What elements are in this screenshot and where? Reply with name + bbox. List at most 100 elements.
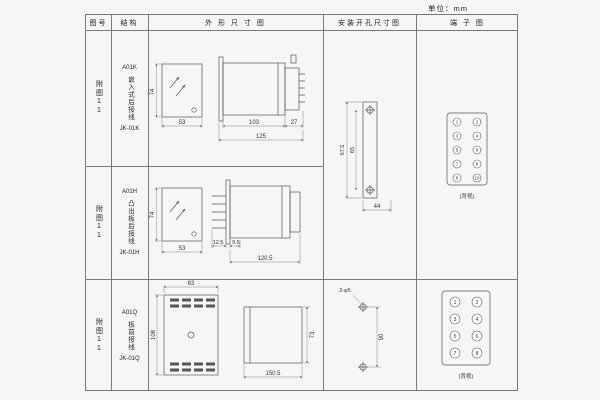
code-row1: JK-01K (119, 125, 140, 132)
terminal-number: 3 (456, 134, 459, 139)
side-view-outline (243, 306, 303, 364)
terminal-number: 6 (476, 148, 479, 153)
terminal-number: 4 (476, 317, 479, 323)
dim-a01q-total-length: 150.5 (265, 371, 281, 377)
terminal-pins (449, 296, 483, 359)
terminal-diagram-10: 1 2 3 4 5 6 7 8 9 10 (背视) (446, 112, 488, 200)
fig-no-cell-1: 附图11 (86, 30, 111, 166)
header-outline: 外 形 尺 寸 图 (205, 19, 266, 27)
dim-a01k-total-length: 125 (256, 134, 267, 140)
terminal-number: 8 (476, 162, 479, 167)
terminal-number: 10 (474, 176, 480, 181)
terminal-number: 4 (476, 134, 479, 139)
terminal-cell-top: 1 2 3 4 5 6 7 8 9 10 (背视) (416, 30, 519, 279)
terminal-number: 5 (454, 334, 457, 340)
side-view-outline (218, 54, 305, 122)
dim-a01q-front-width: 83 (188, 281, 195, 287)
terminal-numbers: 1 2 3 4 5 6 7 8 9 10 (456, 120, 480, 181)
hole-outline (352, 294, 368, 372)
terminal-number: 1 (456, 120, 459, 125)
mounting-drawing-front: 2-φ5 90 (339, 288, 385, 372)
col-divider-2 (148, 15, 149, 390)
dim-mount-width: 44 (374, 204, 381, 210)
dim-mount-hole-spacing: 65 (350, 147, 356, 153)
outline-drawing-a01h: 74 53 12.5 9.5 120.5 (150, 179, 301, 264)
dimension-lines (155, 63, 304, 142)
terminal-numbers: 1 2 3 4 5 6 7 8 (454, 300, 479, 357)
row-divider-1 (86, 166, 323, 167)
mounting-cell-bottom: 2-φ5 90 (323, 279, 416, 392)
outline-cell-a01q: 83 108 73 150.5 (148, 279, 323, 392)
mounting-cell-top: 67.5 65 44 (323, 30, 416, 279)
dim-a01k-body-length: 103 (249, 120, 260, 126)
fig-no-row2: 附图11 (95, 204, 103, 241)
terminal-number: 9 (456, 176, 459, 181)
dim-a01q-side-height: 73 (310, 331, 316, 338)
terminal-number: 8 (476, 351, 479, 357)
fig-no-cell-3: 附图11 (86, 279, 111, 392)
dim-a01h-front-height: 74 (150, 211, 156, 218)
header-terminal: 端 子 图 (450, 19, 485, 27)
front-view-outline (163, 294, 219, 376)
hole-spec-label: 2-φ5 (339, 288, 351, 294)
model-row1: A01K (122, 64, 137, 71)
outline-cell-a01h: 74 53 12.5 9.5 120.5 (148, 166, 323, 279)
terminal-cell-bottom: 1 2 3 4 5 6 7 8 (背视) (416, 279, 519, 392)
terminal-number: 2 (476, 300, 479, 306)
header-fig-no: 图号 (89, 19, 108, 27)
mount-desc-row1: 嵌入式后接线 (126, 75, 134, 121)
terminal-view-caption: (背视) (459, 372, 474, 380)
dim-a01k-rear-length: 27 (291, 120, 298, 126)
dim-a01h-total-length: 120.5 (257, 256, 273, 262)
mount-desc-row2: 凸出板后接线 (126, 200, 134, 245)
row-divider-2 (86, 279, 517, 280)
outline-cell-a01k: 74 53 103 27 125 (148, 30, 323, 166)
mount-desc-row3: 板前接线 (126, 320, 134, 351)
front-view-outline (161, 187, 203, 242)
outline-drawing-a01q: 83 108 73 150.5 (151, 281, 316, 379)
code-row3: JK-01Q (119, 355, 140, 362)
dimension-table: 图号 结构 外 形 尺 寸 图 安装开孔尺寸图 端 子 图 附图11 附图11 … (85, 14, 518, 391)
dimension-lines (155, 187, 301, 264)
col-divider-3 (323, 15, 324, 390)
header-mounting: 安装开孔尺寸图 (338, 19, 401, 27)
fig-no-cell-2: 附图11 (86, 166, 111, 279)
col-divider-1 (111, 15, 112, 390)
structure-cell-1: A01K 嵌入式后接线 JK-01K (111, 30, 148, 166)
terminal-number: 5 (456, 148, 459, 153)
terminal-number: 3 (454, 317, 457, 323)
dim-mount-outer-height: 67.5 (340, 145, 346, 156)
header-divider (86, 30, 517, 31)
fig-no-row1: 附图11 (95, 80, 103, 116)
dim-a01q-front-height: 108 (151, 329, 157, 340)
side-view-outline (212, 179, 301, 245)
cutout-outline (362, 101, 378, 199)
dim-a01h-pin-length: 12.5 (213, 240, 224, 246)
terminal-diagram-8: 1 2 3 4 5 6 7 8 (背视) (441, 290, 491, 380)
terminal-block-outline (446, 112, 488, 186)
dimension-lines (345, 101, 392, 212)
fig-no-row3: 附图11 (95, 317, 103, 354)
terminal-number: 1 (454, 300, 457, 306)
dimension-lines (368, 306, 381, 368)
model-row2: A01H (121, 189, 137, 195)
dim-a01k-front-height: 74 (150, 88, 156, 95)
col-divider-4 (416, 15, 417, 390)
code-row2: JK-01H (119, 250, 140, 256)
terminal-pins (452, 117, 482, 183)
terminal-block-outline (441, 290, 491, 366)
dim-a01h-offset: 9.5 (232, 240, 240, 246)
structure-cell-2: A01H 凸出板后接线 JK-01H (111, 166, 148, 279)
header-structure: 结构 (120, 19, 139, 27)
front-view-outline (161, 63, 203, 118)
structure-cell-3: A01Q 板前接线 JK-01Q (111, 279, 148, 392)
model-row3: A01Q (121, 309, 138, 316)
unit-label: 单位：mm (428, 4, 468, 13)
terminal-number: 6 (476, 334, 479, 340)
dim-a01h-front-width: 53 (179, 246, 186, 252)
terminal-number: 2 (476, 120, 479, 125)
terminal-view-caption: (背视) (460, 192, 475, 200)
dim-a01k-front-width: 53 (179, 120, 186, 126)
dimension-lines (155, 285, 310, 379)
